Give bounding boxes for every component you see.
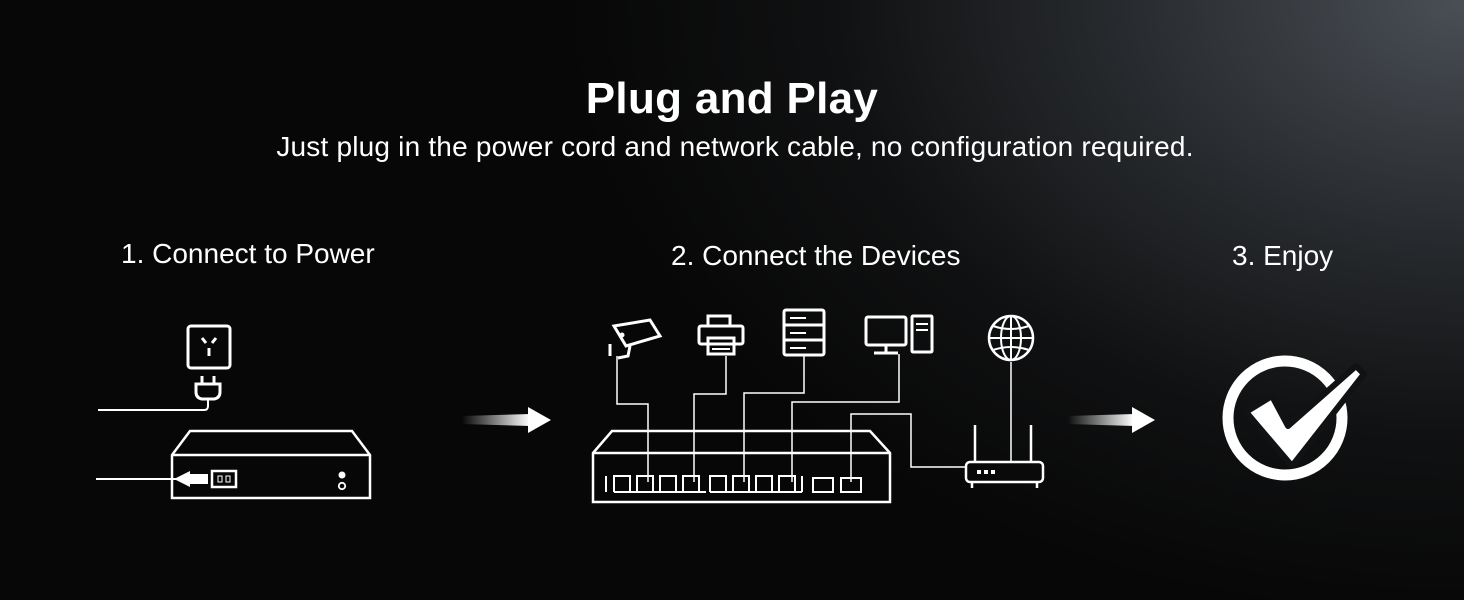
right-arrow-icon [462, 407, 551, 433]
power-plug-icon [98, 376, 222, 411]
right-arrow-icon [1068, 407, 1155, 433]
checkmark-circle-icon [1222, 355, 1367, 481]
printer-icon [697, 314, 745, 356]
step-3-label: 3. Enjoy [1232, 240, 1334, 271]
globe-icon [987, 314, 1035, 362]
router-icon [964, 425, 1045, 488]
security-camera-icon [608, 318, 663, 360]
page-subtitle: Just plug in the power cord and network … [276, 131, 1194, 162]
network-switch-icon [591, 429, 892, 504]
desktop-computer-icon [864, 314, 934, 355]
wall-outlet-icon [186, 324, 232, 370]
power-cable [96, 471, 208, 487]
step-2-label: 2. Connect the Devices [671, 240, 961, 271]
network-switch-rear-icon [170, 429, 372, 500]
page-title: Plug and Play [585, 74, 879, 123]
step-1-label: 1. Connect to Power [121, 238, 375, 269]
server-icon [782, 308, 826, 357]
network-cables [616, 354, 1012, 482]
